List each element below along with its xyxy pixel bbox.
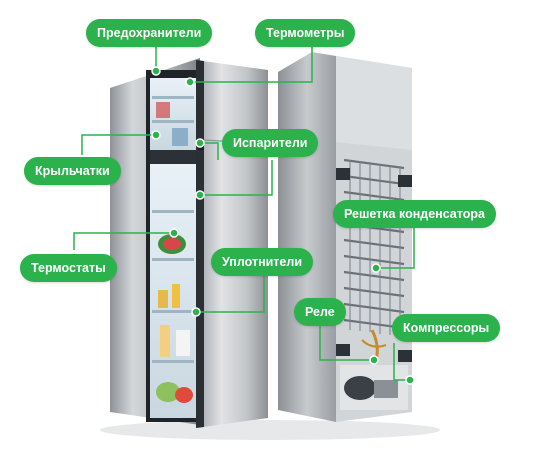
leader-dots [151, 66, 415, 385]
label-fans: Крыльчатки [24, 157, 121, 185]
label-thermometers: Термометры [255, 19, 356, 47]
leader-lines [73, 45, 415, 381]
label-relay: Реле [294, 298, 346, 326]
compressor [344, 376, 376, 400]
label-evaporators: Испарители [222, 129, 319, 157]
label-condenser: Решетка конденсатора [333, 200, 496, 228]
label-thermostats: Термостаты [20, 254, 117, 282]
fridge-door [196, 60, 268, 428]
label-compressors: Компрессоры [392, 314, 501, 342]
label-seals: Уплотнители [211, 248, 314, 276]
rear-fridge-body [278, 52, 336, 422]
floor-shadow [100, 420, 440, 440]
label-fuses: Предохранители [86, 19, 213, 47]
